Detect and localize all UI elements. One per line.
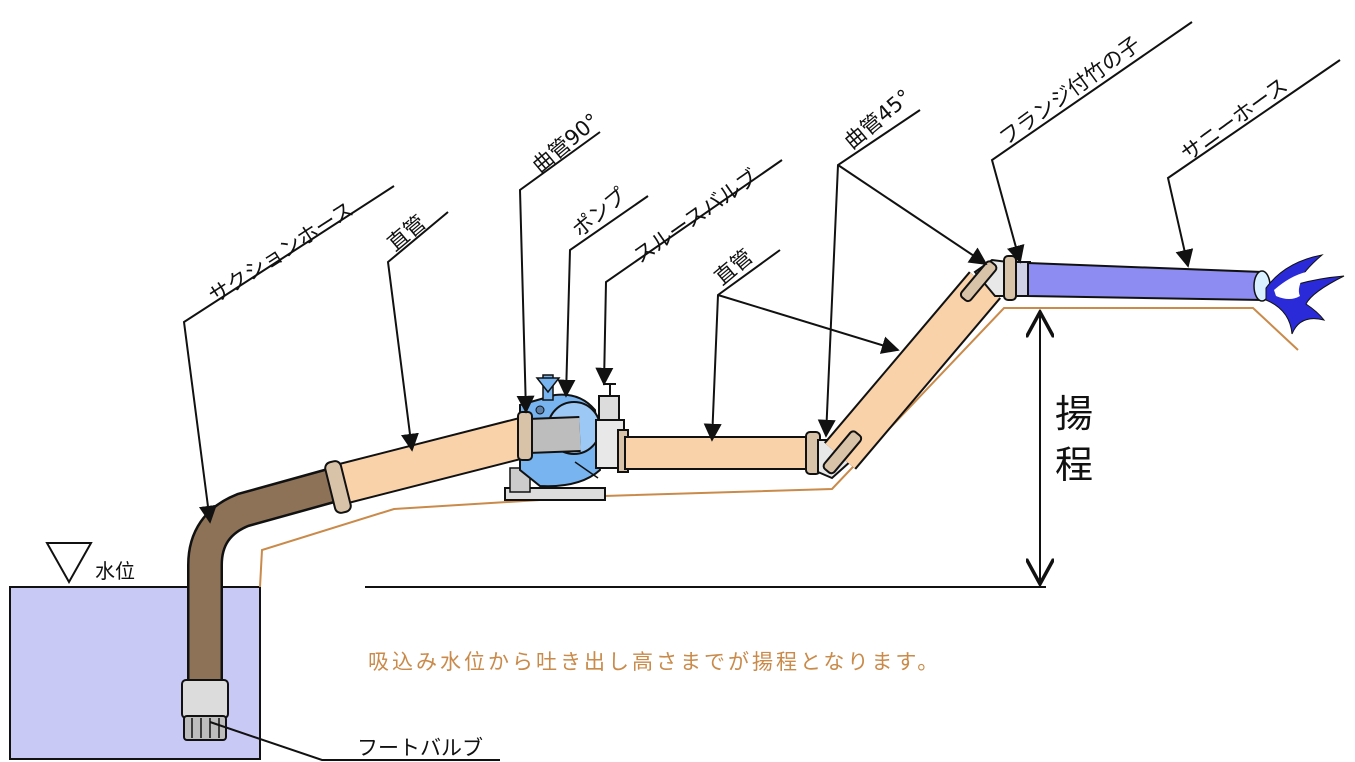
caption: 吸込み水位から吐き出し高さまでが揚程となります。 [368, 650, 941, 674]
water-level-label: 水位 [95, 559, 135, 583]
straight-pipe-1 [325, 417, 535, 506]
foot-valve [181, 679, 229, 741]
sunny-hose [1027, 261, 1263, 302]
elbow-45-leader-branch [837, 164, 988, 266]
pipe-coupling-1 [324, 460, 352, 514]
suction-hose-label: サクションホース [205, 197, 358, 308]
water-spray-icon [1265, 254, 1345, 335]
flange-bamboo-label: フランジ付竹の子 [995, 32, 1145, 150]
sluice-valve-leader [595, 159, 783, 386]
foot-valve-label: フートバルブ [357, 736, 483, 760]
inclined-pipe [825, 272, 1000, 469]
flange-bamboo-leader [990, 21, 1193, 264]
elbow-45-upper [959, 255, 1017, 303]
elbow-90-leader [516, 131, 601, 414]
elbow-90-flange [517, 411, 533, 461]
foot-valve-leader [209, 721, 500, 761]
suction-hose-fill [189, 470, 338, 690]
straight-pipe-2 [624, 436, 814, 470]
sunny-hose-label: サニーホース [1177, 73, 1292, 166]
elbow-90-label: 曲管90° [528, 109, 604, 178]
sunny-hose-leader [1166, 59, 1341, 268]
pump-label: ポンプ [568, 183, 631, 241]
elbow-45-label: 曲管45° [840, 85, 916, 154]
inclined-pipe-flange-lower [822, 430, 863, 475]
head-label-char-1: 揚 [1055, 392, 1093, 436]
elbow-90 [527, 418, 581, 452]
straight-pipe-1-leader [386, 211, 449, 452]
straight-pipe-2-leader-branch [717, 294, 900, 354]
sluice-valve [595, 383, 629, 473]
pump-leader [557, 195, 649, 398]
suction-hose-leader [182, 185, 395, 524]
ground-line [259, 307, 1299, 588]
water-level-triangle-icon [45, 542, 93, 585]
straight-pipe-1-label: 直管 [383, 210, 431, 255]
head-label-char-2: 程 [1055, 443, 1093, 487]
